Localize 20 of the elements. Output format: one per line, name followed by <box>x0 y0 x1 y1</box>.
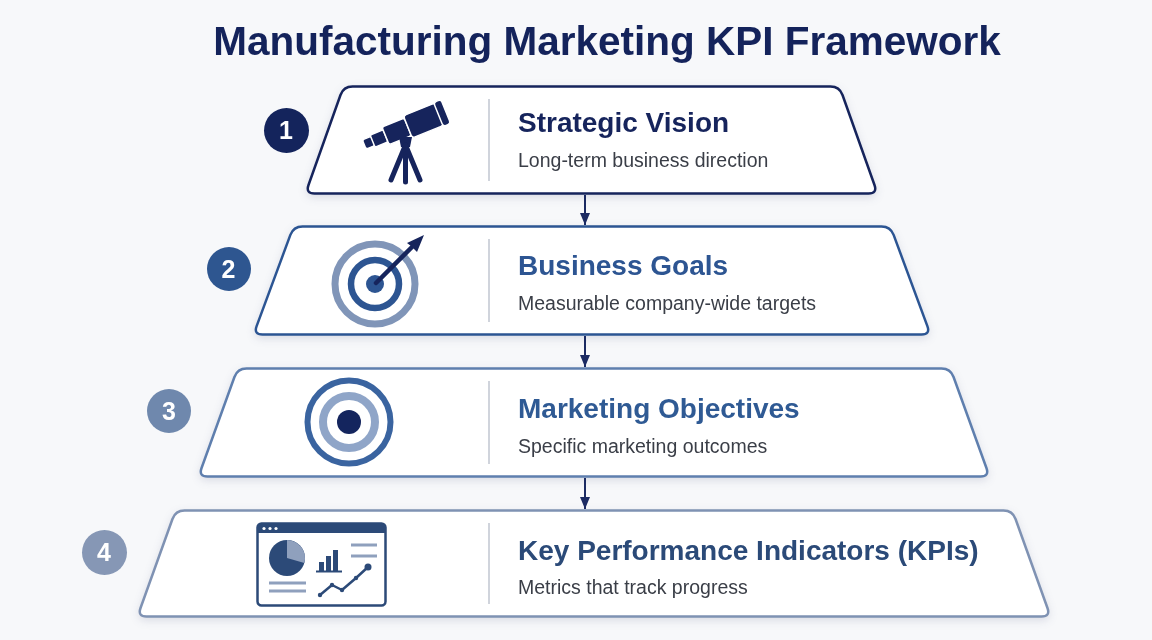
diagram-title: Manufacturing Marketing KPI Framework <box>213 17 1001 65</box>
step-number: 1 <box>263 107 309 153</box>
arrow <box>580 194 590 226</box>
step-number: 3 <box>147 389 191 433</box>
level-title: Marketing Objectives <box>518 392 800 426</box>
level-title: Strategic Vision <box>518 106 730 140</box>
step-number: 2 <box>206 247 251 291</box>
step-number: 4 <box>81 529 127 575</box>
level-panel <box>197 367 991 478</box>
level-description: Metrics that track progress <box>518 575 748 599</box>
level-panel <box>304 85 879 195</box>
level-title: Key Performance Indicators (KPIs) <box>518 534 979 568</box>
level-description: Specific marketing outcomes <box>518 434 768 458</box>
level-panel <box>252 225 932 336</box>
level-description: Long-term business direction <box>518 148 769 172</box>
arrow <box>580 335 590 368</box>
level-panel <box>136 509 1052 618</box>
level-description: Measurable company-wide targets <box>518 291 817 315</box>
arrow <box>580 477 590 510</box>
level-title: Business Goals <box>518 249 729 283</box>
